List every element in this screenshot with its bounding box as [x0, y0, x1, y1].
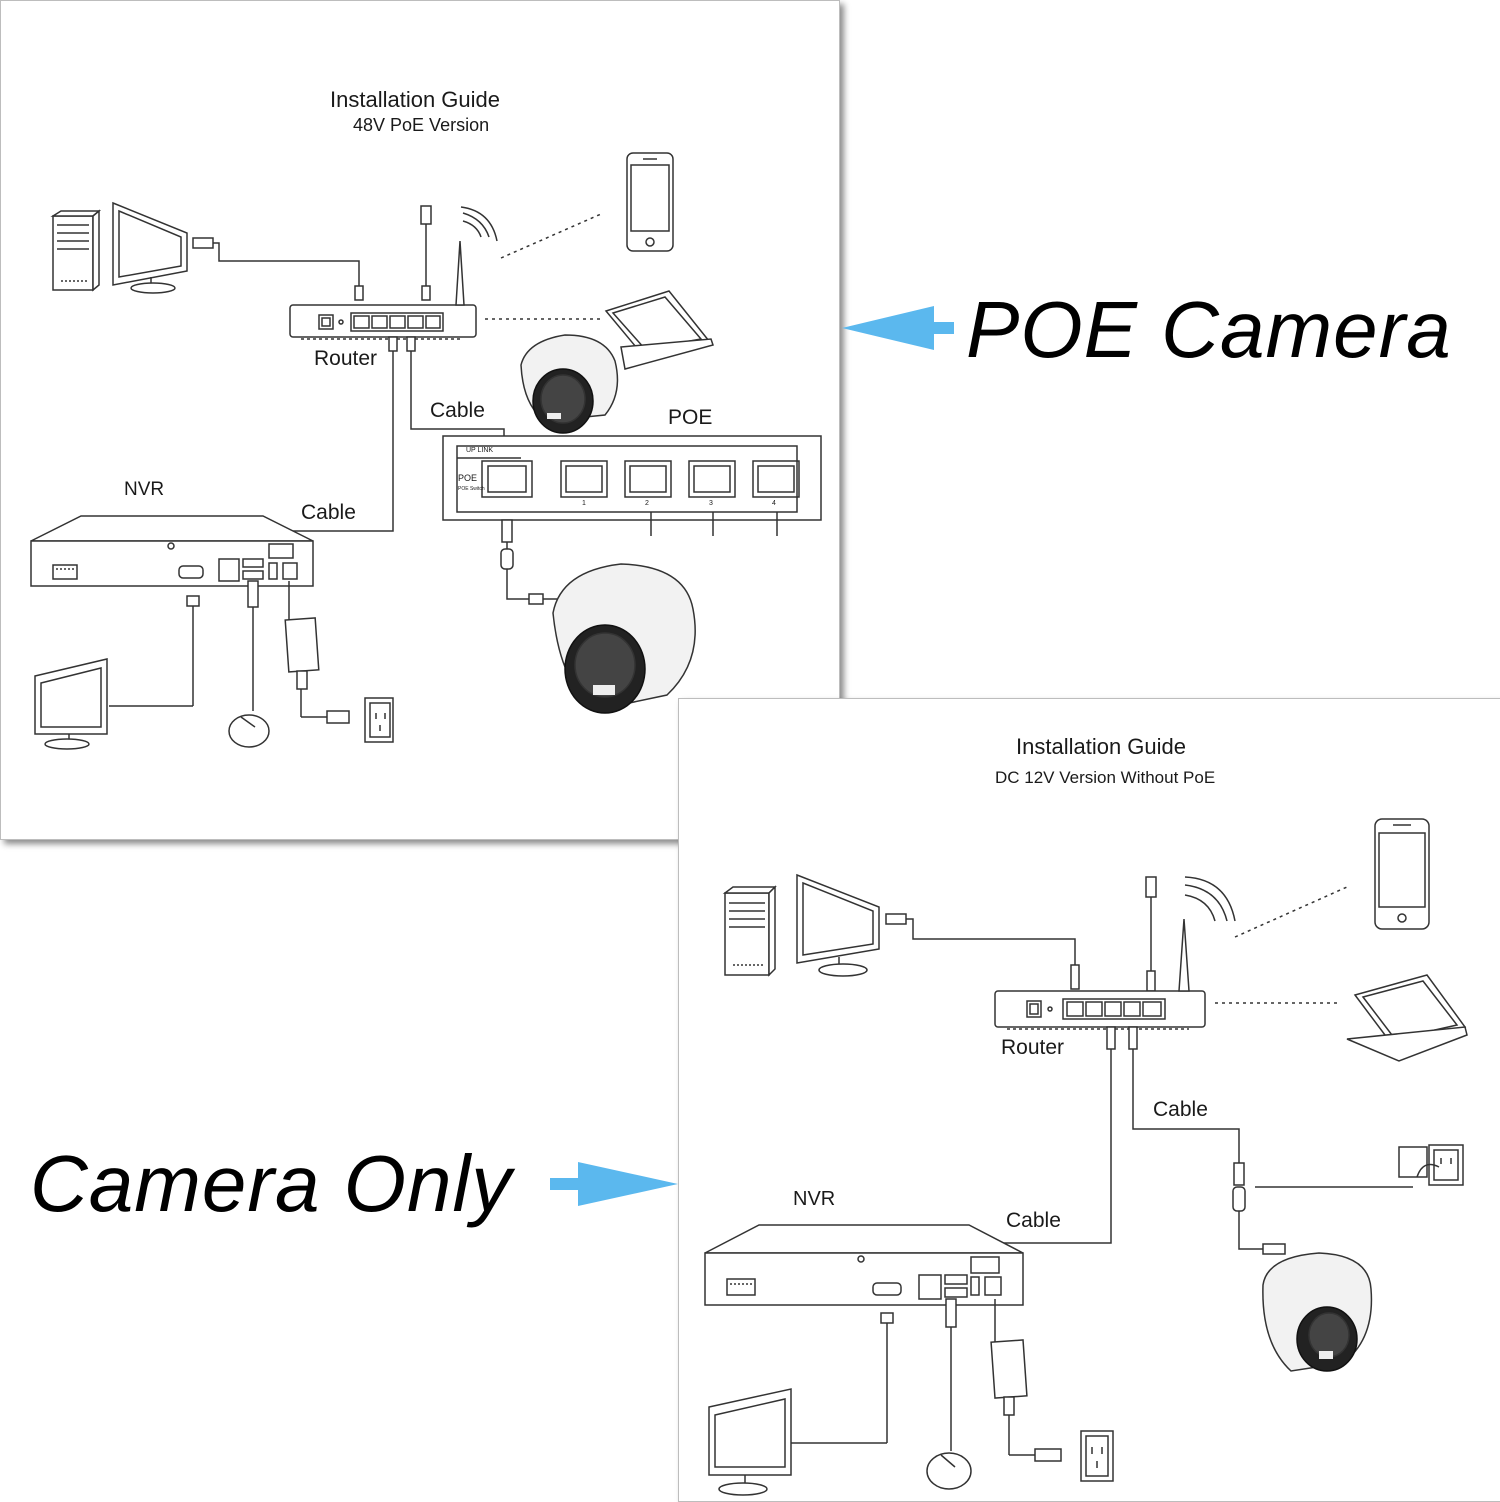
poe-switch-label: POE [668, 406, 713, 429]
mouse-icon [228, 714, 270, 748]
router-icon [289, 240, 477, 340]
poe-installation-panel: Installation Guide 48V PoE Version Route… [0, 0, 840, 840]
mouse-icon [926, 1452, 972, 1490]
router-icon [994, 918, 1206, 1030]
cable-label: Cable [1006, 1209, 1061, 1232]
uplink-label: UP LINK [466, 447, 494, 454]
poe-guide-title: Installation Guide [330, 87, 500, 112]
poe-diagram-drawing [30, 152, 822, 750]
poe-guide-subtitle: 48V PoE Version [353, 115, 490, 135]
pc-tower-icon [50, 209, 102, 292]
nvr-label: NVR [124, 479, 165, 500]
port-label: 4 [772, 500, 776, 507]
nvr-label: NVR [793, 1188, 836, 1210]
poe-camera-callout: POE Camera [966, 285, 1452, 374]
port-label: 1 [582, 500, 586, 507]
camera-only-callout: Camera Only [30, 1139, 513, 1228]
monitor-icon [112, 201, 188, 294]
router-label: Router [314, 347, 378, 370]
poe-camera-arrow-icon [842, 306, 954, 350]
nvr-monitor-icon [34, 658, 108, 750]
port-label: 2 [645, 500, 649, 507]
dc12v-guide-title: Installation Guide [1016, 734, 1186, 759]
cable-label: Cable [301, 501, 356, 524]
router-label: Router [1001, 1036, 1065, 1059]
dc12v-installation-panel: Installation Guide DC 12V Version Withou… [678, 698, 1500, 1502]
wall-socket-icon [364, 697, 394, 743]
switch-poe-text: POE [458, 473, 478, 483]
pc-tower-icon [722, 885, 777, 977]
dome-camera-icon [520, 334, 619, 434]
laptop-icon [1346, 974, 1468, 1062]
dc12v-diagram-drawing [704, 818, 1468, 1496]
laptop-icon [604, 290, 714, 370]
dome-camera-large-icon [552, 563, 696, 714]
cable-label: Cable [1153, 1098, 1208, 1121]
camera-only-arrow-icon [550, 1162, 678, 1206]
switch-name-text: POE Switch [458, 486, 485, 492]
smartphone-icon [626, 152, 674, 252]
monitor-icon [796, 873, 880, 977]
cable-label: Cable [430, 399, 485, 422]
wall-socket-icon [1080, 1430, 1114, 1482]
dome-camera-icon [1262, 1252, 1373, 1372]
poe-switch-icon [442, 435, 822, 536]
port-label: 3 [709, 500, 713, 507]
nvr-monitor-icon [708, 1388, 792, 1496]
dc12v-guide-subtitle: DC 12V Version Without PoE [995, 768, 1216, 787]
nvr-icon [704, 1224, 1024, 1306]
nvr-icon [30, 515, 314, 587]
smartphone-icon [1374, 818, 1430, 930]
